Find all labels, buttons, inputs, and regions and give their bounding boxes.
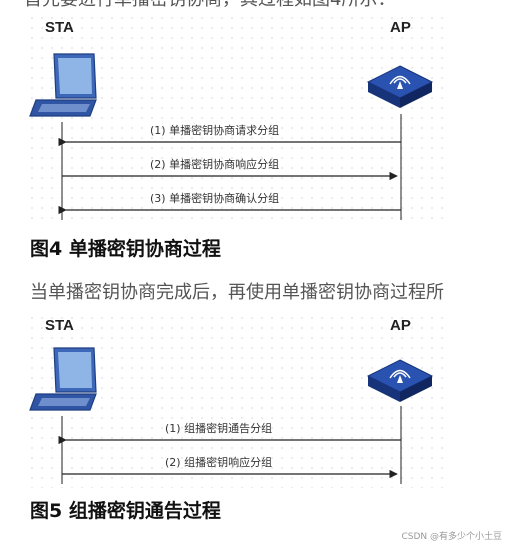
fig5-message-2: (2) 组播密钥响应分组 [165, 455, 272, 469]
figure5-diagram: STA AP (1) 组播密钥通告分组 (2) 组播密钥响应分组 [28, 310, 448, 488]
wireless-access-point-icon [366, 359, 434, 402]
laptop-icon [29, 347, 97, 411]
fig4-message-2: (2) 单播密钥协商响应分组 [150, 157, 279, 171]
figure4-caption: 图4 单播密钥协商过程 [30, 238, 221, 260]
figure4-diagram: STA AP (1) 单播密钥协商请求分组 (2) 单播密钥协商响应分组 (3)… [28, 10, 448, 226]
fig4-message-1: (1) 单播密钥协商请求分组 [150, 123, 279, 137]
ap-label: AP [390, 317, 411, 334]
top-clipped-text: 首先要进行单播密钥协商，其过程如图4所示： [24, 0, 510, 9]
sta-label: STA [45, 317, 74, 334]
ap-label: AP [390, 19, 411, 36]
fig5-message-1: (1) 组播密钥通告分组 [165, 421, 272, 435]
watermark: CSDN @有多少个小土豆 [401, 532, 502, 542]
figure5-caption: 图5 组播密钥通告过程 [30, 500, 221, 522]
fig4-message-3: (3) 单播密钥协商确认分组 [150, 191, 279, 205]
laptop-icon [29, 53, 97, 117]
wireless-access-point-icon [366, 65, 434, 108]
sta-label: STA [45, 19, 74, 36]
paragraph-text: 当单播密钥协商完成后，再使用单播密钥协商过程所 [30, 282, 444, 303]
